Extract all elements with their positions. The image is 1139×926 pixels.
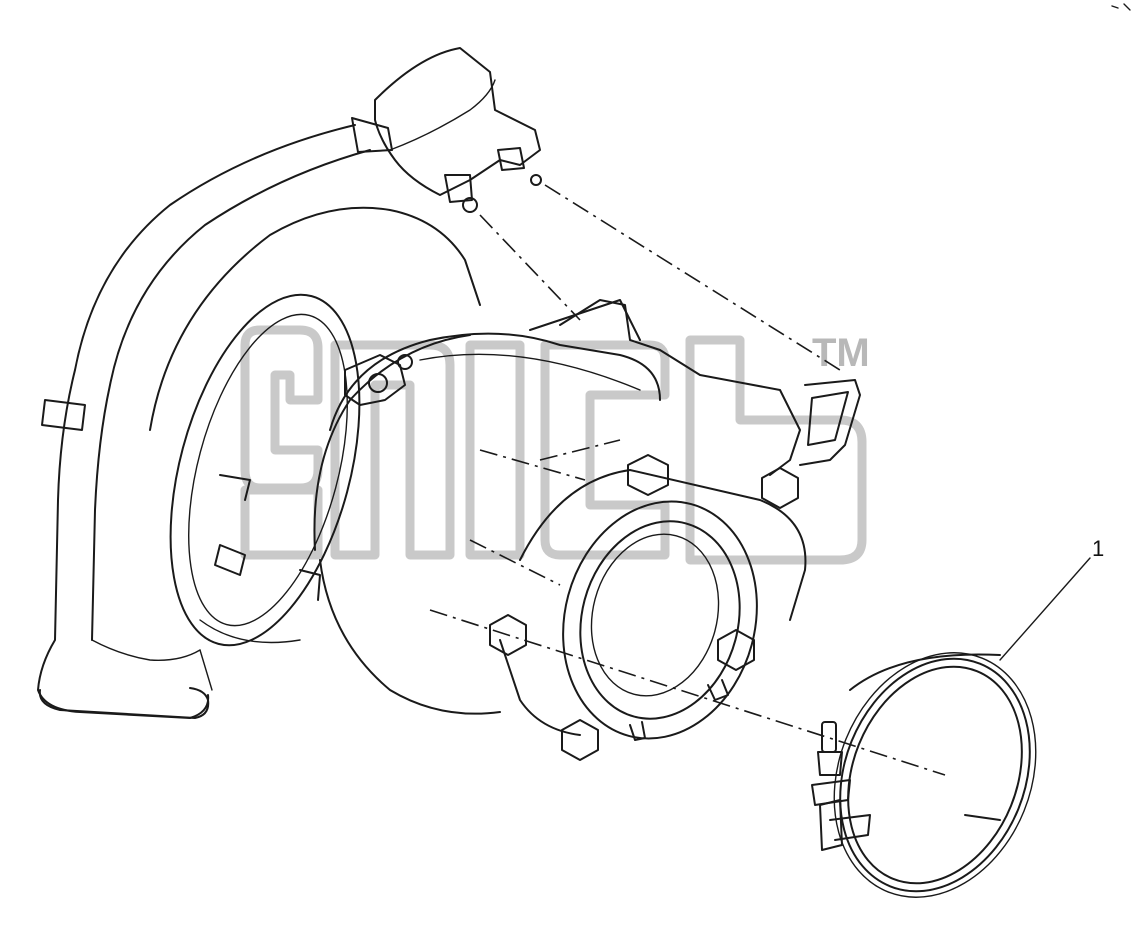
flange-bolt-right: [761, 467, 799, 509]
callout-leader-line: [999, 557, 1091, 661]
flange-bolt-left: [489, 614, 527, 656]
centerline: [429, 439, 946, 776]
flange-bolt-lower-right: [717, 629, 755, 671]
watermark-logo: TM: [240, 325, 870, 565]
outlet-flange: [489, 454, 807, 761]
compressor-housing: [149, 206, 481, 647]
inlet-pipe: [37, 117, 393, 719]
v-band-clamp: [811, 652, 1037, 898]
actuator-bracket: [374, 47, 841, 371]
callout-1: 1: [999, 536, 1104, 661]
flange-bolt-top: [627, 454, 669, 496]
watermark-tm: TM: [812, 331, 870, 375]
clamp-t-bolt: [811, 721, 871, 851]
flange-bolt-bottom: [561, 719, 599, 761]
turbine-housing: [313, 299, 861, 715]
corner-mark: [1111, 3, 1131, 11]
callout-label-1: 1: [1092, 536, 1104, 561]
